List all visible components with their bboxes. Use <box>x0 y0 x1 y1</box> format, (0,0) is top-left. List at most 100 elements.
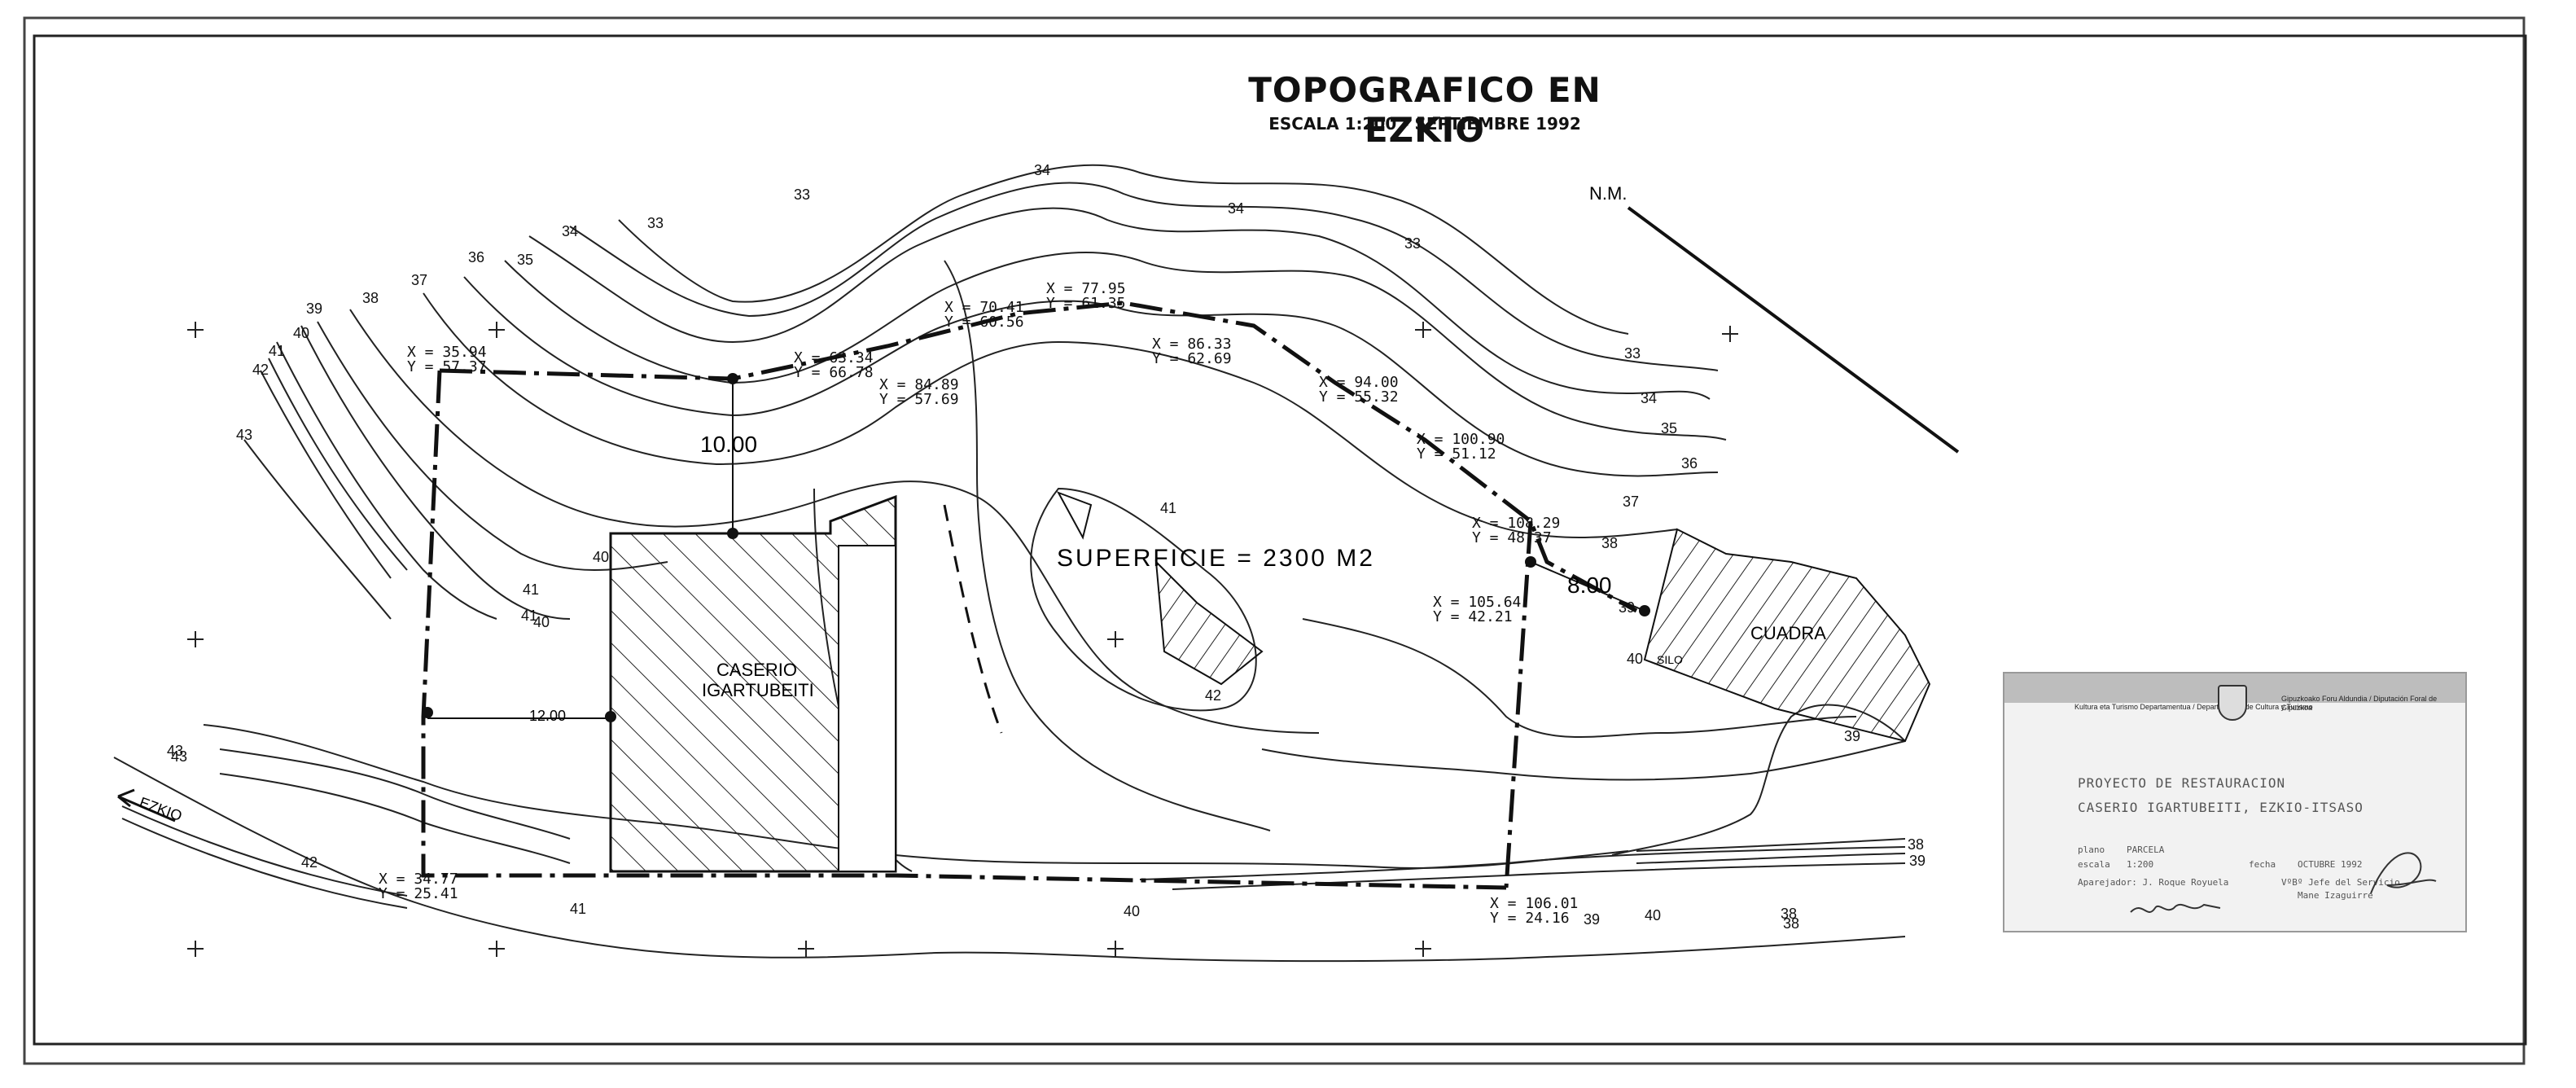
road-arrow-ezkio <box>117 788 176 823</box>
contour-label: 40 <box>593 549 609 565</box>
plate-escala-value: 1:200 <box>2127 859 2154 870</box>
map-subtitle: ESCALA 1:200 - SEPTIEMBRE 1992 <box>1268 114 1581 134</box>
caserio-building <box>609 494 897 873</box>
coordinate-x: X = 70.41 <box>944 299 1024 316</box>
outer-frame <box>23 16 2526 1065</box>
distance-label-10: 10.00 <box>700 432 757 457</box>
signature-left <box>2130 903 2221 913</box>
caserio-label-line1: CASERIO <box>716 660 797 680</box>
contour-label: 39 <box>1619 599 1635 616</box>
title-plate: Kultura eta Turismo Departamentua / Depa… <box>2003 672 2467 932</box>
coordinate-x: X = 100.90 <box>1417 431 1505 448</box>
grid-crosses <box>187 322 1738 957</box>
parcel-boundary <box>421 301 1638 890</box>
contour-label: 34 <box>1228 200 1244 217</box>
contour-label: 38 <box>1601 535 1618 551</box>
contour-label: 33 <box>1404 235 1421 252</box>
contour-label: 41 <box>269 343 285 359</box>
signature-right <box>2370 852 2437 894</box>
contour-label: 34 <box>1641 390 1657 406</box>
contour-label: 42 <box>1205 687 1221 704</box>
plate-approver-name: Mane Izaguirre <box>2298 890 2373 901</box>
coordinate-y: Y = 62.69 <box>1152 350 1232 367</box>
contour-label: 41 <box>570 901 586 917</box>
secondary-boundary <box>943 504 1003 734</box>
contour-label: 43 <box>167 743 183 759</box>
contour-label: 41 <box>1160 500 1176 516</box>
coordinate-y: Y = 48.37 <box>1472 529 1552 546</box>
coordinate-labels: X = 35.94Y = 57.37X = 63.34Y = 66.78X = … <box>379 280 1578 927</box>
coordinate-y: Y = 24.16 <box>1490 910 1570 927</box>
plate-plano-key: plano <box>2078 845 2105 855</box>
contour-label: 39 <box>1584 911 1600 928</box>
area-label: SUPERFICIE = 2300 M2 <box>1057 545 1375 572</box>
plate-department-right: Gipuzkoako Foru Aldundia / Diputación Fo… <box>2281 695 2438 712</box>
coordinate-y: Y = 66.78 <box>794 364 874 381</box>
contour-label: 40 <box>533 614 550 630</box>
contour-label: 38 <box>362 290 379 306</box>
coordinate-y: Y = 57.69 <box>879 391 959 408</box>
coordinate-x: X = 106.01 <box>1490 895 1578 912</box>
coordinate-y: Y = 25.41 <box>379 885 458 902</box>
coordinate-y: Y = 55.32 <box>1319 388 1399 406</box>
inner-frame <box>33 34 2527 1046</box>
coordinate-x: X = 108.29 <box>1472 515 1560 532</box>
contour-label: 43 <box>171 748 187 765</box>
coat-of-arms-icon <box>2218 685 2247 721</box>
contour-label: 39 <box>306 301 322 317</box>
contour-label: 33 <box>794 186 810 203</box>
cuadra-label: CUADRA <box>1750 623 1826 643</box>
contour-label: 34 <box>562 223 578 239</box>
contour-label: 41 <box>523 581 539 598</box>
contour-label: 40 <box>293 325 309 341</box>
distance-label-12: 12.00 <box>529 708 566 724</box>
contour-label: 43 <box>236 427 252 443</box>
contour-label: 36 <box>1681 455 1698 472</box>
contour-label: 35 <box>517 252 533 268</box>
contour-label: 38 <box>1781 906 1797 922</box>
coordinate-y: Y = 61.35 <box>1046 295 1126 312</box>
distance-lines <box>427 379 1645 719</box>
contour-label: 34 <box>1034 162 1050 178</box>
coordinate-y: Y = 57.37 <box>407 358 487 375</box>
contour-label: 37 <box>1623 494 1639 510</box>
map-title: TOPOGRAFICO EN EZKIO <box>1248 70 1601 150</box>
boundary-markers <box>422 373 1650 722</box>
plate-department-left: Kultura eta Turismo Departamentua / Depa… <box>2074 703 2313 711</box>
contour-label: 39 <box>1844 728 1860 744</box>
silo-label: SILO <box>1657 653 1683 666</box>
coordinate-x: X = 35.94 <box>407 344 487 361</box>
coordinate-y: Y = 42.21 <box>1433 608 1513 625</box>
road-label-ezkio: EZKIO <box>138 794 185 824</box>
plate-project-line2: CASERIO IGARTUBEITI, EZKIO-ITSASO <box>2078 800 2364 815</box>
road-lines <box>121 748 1906 909</box>
contour-label: 40 <box>1627 651 1643 667</box>
coordinate-x: X = 94.00 <box>1319 374 1399 391</box>
contour-label: 37 <box>411 272 427 288</box>
small-structure <box>1056 491 1093 540</box>
coordinate-x: X = 77.95 <box>1046 280 1126 297</box>
contour-label: 33 <box>647 215 664 231</box>
contour-label: 38 <box>1783 915 1799 932</box>
contour-label: 39 <box>1909 853 1925 869</box>
contour-label: 35 <box>1661 420 1677 437</box>
distance-label-8: 8.00 <box>1567 573 1612 598</box>
plate-fecha-key: fecha <box>2249 859 2276 870</box>
contour-label: 38 <box>1908 836 1924 853</box>
coordinate-y: Y = 60.56 <box>944 314 1024 331</box>
coordinate-x: X = 34.77 <box>379 871 458 888</box>
contour-label: 42 <box>301 854 318 871</box>
contour-label: 42 <box>252 362 269 378</box>
north-arrow <box>1627 206 1960 454</box>
contour-labels: 3433333435363738394041424334333334353637… <box>167 162 1925 932</box>
coordinate-x: X = 105.64 <box>1433 594 1521 611</box>
contour-label: 40 <box>1645 907 1661 923</box>
north-label: N.M. <box>1589 183 1627 204</box>
small-hatched-area <box>1154 559 1264 686</box>
caserio-label-line2: IGARTUBEITI <box>702 680 814 700</box>
plate-escala-key: escala <box>2078 859 2110 870</box>
cuadra-building <box>1643 528 1931 743</box>
coordinate-x: X = 86.33 <box>1152 336 1232 353</box>
contour-lines <box>113 164 1906 963</box>
